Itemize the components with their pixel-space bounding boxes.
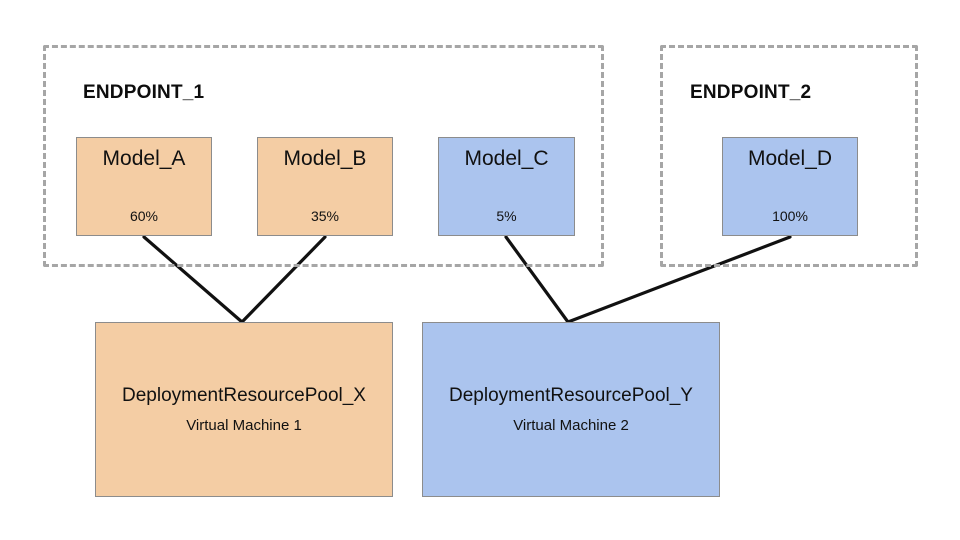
group-endpoint-2[interactable]: [660, 45, 918, 267]
node-pool-y-name: DeploymentResourcePool_Y: [449, 385, 693, 406]
group-endpoint-1[interactable]: [43, 45, 604, 267]
node-pool-x[interactable]: DeploymentResourcePool_X Virtual Machine…: [95, 322, 393, 497]
node-pool-x-machine: Virtual Machine 1: [186, 417, 302, 434]
node-pool-y-machine: Virtual Machine 2: [513, 417, 629, 434]
node-model-b-percent: 35%: [310, 208, 340, 224]
node-model-b[interactable]: Model_B 35%: [257, 137, 393, 236]
node-model-a-percent: 60%: [129, 208, 159, 224]
group-endpoint-1-label: ENDPOINT_1: [83, 82, 205, 103]
node-model-d[interactable]: Model_D 100%: [722, 137, 858, 236]
node-model-b-name: Model_B: [283, 147, 367, 170]
node-model-c-name: Model_C: [464, 147, 549, 170]
node-model-c-percent: 5%: [496, 208, 517, 224]
node-model-a[interactable]: Model_A 60%: [76, 137, 212, 236]
node-pool-y[interactable]: DeploymentResourcePool_Y Virtual Machine…: [422, 322, 720, 497]
node-model-d-name: Model_D: [747, 147, 833, 170]
node-model-c[interactable]: Model_C 5%: [438, 137, 575, 236]
node-pool-x-name: DeploymentResourcePool_X: [122, 385, 366, 406]
node-model-a-name: Model_A: [102, 147, 186, 170]
node-model-d-percent: 100%: [772, 208, 808, 224]
group-endpoint-2-label: ENDPOINT_2: [690, 82, 812, 103]
